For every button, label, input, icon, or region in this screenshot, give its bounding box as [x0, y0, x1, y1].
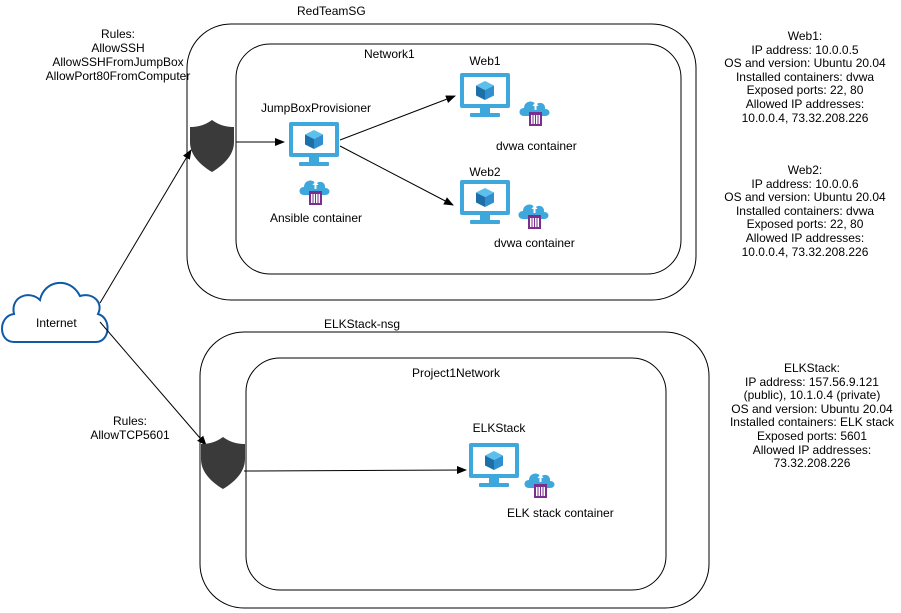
ansible-container-icon	[299, 179, 330, 206]
web1-label: Web1	[469, 54, 501, 68]
rules-top-line: AllowPort80FromComputer	[45, 69, 191, 83]
info-line: Allowed IP addresses:	[745, 96, 865, 111]
info-line: OS and version: Ubuntu 20.04	[731, 401, 893, 416]
project1network-boundary	[245, 357, 667, 591]
rules-top-line: AllowSSH	[91, 41, 145, 55]
web1-vm-icon	[460, 73, 510, 117]
web1-info-block: Web1: IP address: 10.0.0.5 OS and versio…	[715, 29, 895, 125]
internet-label: Internet	[36, 316, 77, 330]
edge-internet-to-elk-sg	[99, 321, 207, 446]
rules-top: Rules: AllowSSH AllowSSHFromJumpBox Allo…	[18, 27, 218, 83]
info-line: Exposed ports: 22, 80	[746, 217, 864, 232]
elk-info-block: ELKStack: IP address: 157.56.9.121 (publ…	[723, 361, 901, 471]
info-line: Web1:	[787, 29, 823, 43]
web2-vm-icon	[460, 180, 510, 224]
rules-bottom-line: AllowTCP5601	[90, 428, 170, 442]
info-line: Allowed IP addresses:	[752, 442, 872, 457]
web2-info-block: Web2: IP address: 10.0.0.6 OS and versio…	[715, 163, 895, 259]
info-line: Exposed ports: 5601	[756, 428, 868, 443]
rules-top-title: Rules:	[100, 27, 135, 41]
info-line: Web2:	[787, 163, 823, 177]
project1network-title: Project1Network	[412, 366, 501, 380]
web2-container-label: dvwa container	[494, 236, 575, 250]
info-line: Exposed ports: 22, 80	[746, 83, 864, 98]
elk-container-label: ELK stack container	[507, 506, 614, 520]
info-line: ELKStack:	[783, 361, 841, 375]
web1-container-label: dvwa container	[496, 139, 577, 153]
web1-container-icon	[519, 100, 550, 127]
network1-boundary	[235, 43, 682, 275]
info-line: IP address: 10.0.0.6	[751, 176, 859, 191]
info-line: 10.0.0.4, 73.32.208.226	[741, 110, 869, 125]
rules-bottom: Rules: AllowTCP5601	[80, 414, 180, 442]
info-line: 10.0.0.4, 73.32.208.226	[741, 244, 869, 259]
edge-jumpbox-to-web1	[339, 95, 456, 141]
shield-icon	[190, 120, 234, 172]
info-line: (public), 10.1.0.4 (private)	[743, 388, 881, 403]
web2-label: Web2	[469, 165, 501, 179]
jumpbox-label: JumpBoxProvisioner	[260, 101, 372, 115]
shield-icon	[201, 437, 245, 489]
internet-cloud-icon	[1, 281, 109, 343]
sg-elkstack-title: ELKStack-nsg	[324, 317, 401, 331]
info-line: OS and version: Ubuntu 20.04	[724, 190, 886, 205]
elk-vm-icon	[469, 443, 519, 487]
sg-redteam-boundary	[186, 23, 697, 301]
edge-internet-to-redteam-sg	[99, 149, 192, 304]
elk-container-icon	[524, 472, 555, 499]
ansible-container-label: Ansible container	[269, 211, 363, 225]
info-line: Installed containers: dvwa	[735, 203, 875, 218]
elk-label: ELKStack	[472, 421, 526, 435]
sg-redteam-title: RedTeamSG	[297, 4, 366, 18]
edge-jumpbox-to-web2	[339, 145, 454, 206]
info-line: OS and version: Ubuntu 20.04	[724, 56, 886, 71]
jumpbox-vm-icon	[289, 122, 339, 166]
rules-top-line: AllowSSHFromJumpBox	[52, 55, 184, 69]
info-line: 73.32.208.226	[773, 456, 851, 471]
web2-container-icon	[518, 203, 549, 230]
sg-elkstack-boundary	[199, 331, 710, 609]
network1-title: Network1	[364, 47, 415, 61]
info-line: Installed containers: ELK stack	[729, 415, 895, 430]
rules-bottom-title: Rules:	[112, 414, 147, 428]
edge-shield-to-elk	[243, 466, 467, 475]
info-line: Installed containers: dvwa	[735, 69, 875, 84]
info-line: IP address: 10.0.0.5	[751, 42, 859, 57]
info-line: Allowed IP addresses:	[745, 230, 865, 245]
info-line: IP address: 157.56.9.121	[745, 374, 879, 389]
